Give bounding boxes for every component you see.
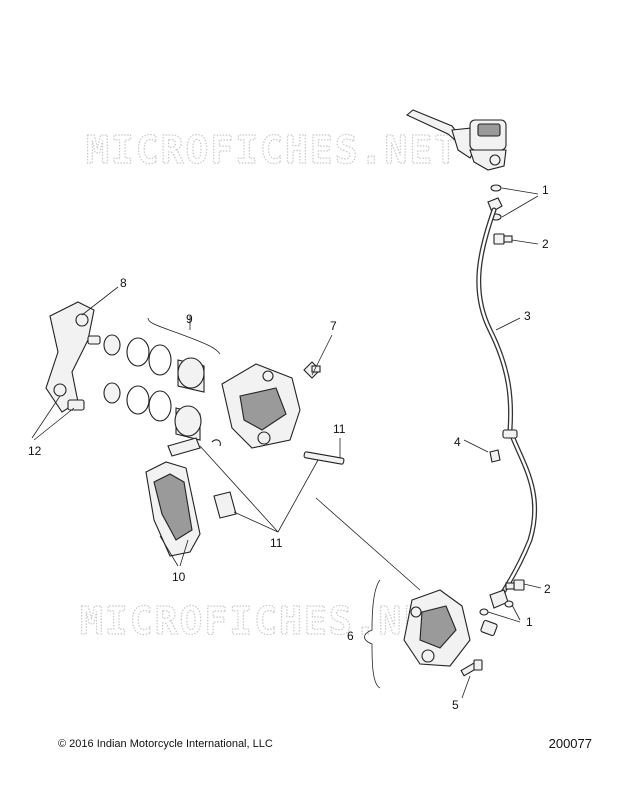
diagram-id: 200077 (548, 736, 592, 751)
washer-bottom-a (479, 608, 489, 616)
caliper-pin-bottom (480, 619, 498, 637)
pad-pin (303, 451, 345, 465)
banjo-bolt-bottom (505, 579, 525, 591)
callout-1-top: 1 (542, 183, 549, 197)
banjo-fitting-top (487, 197, 503, 213)
washer-top-a (490, 184, 502, 192)
bleeder-valve (303, 361, 321, 379)
callout-2-top: 2 (542, 237, 549, 251)
callout-3: 3 (524, 309, 531, 323)
callout-8: 8 (120, 276, 127, 290)
piston-set (103, 334, 205, 441)
brake-pads (145, 461, 201, 557)
callout-12: 12 (28, 444, 42, 458)
callout-11-top: 11 (333, 422, 346, 436)
washer-bottom-b (504, 600, 514, 608)
copyright-symbol: © (58, 738, 67, 750)
callout-5: 5 (452, 698, 459, 712)
copyright-notice: © 2016 Indian Motorcycle International, … (58, 738, 273, 750)
caliper-bracket (45, 301, 101, 413)
caliper-assembly (403, 589, 471, 667)
hose-clip (502, 429, 518, 439)
callout-9: 9 (186, 312, 193, 326)
callout-1-bottom: 1 (526, 615, 533, 629)
watermark-bottom: MICROFICHES.NET (80, 599, 453, 643)
callout-11-bottom: 11 (270, 536, 283, 550)
callout-2-bottom: 2 (544, 582, 551, 596)
callout-6: 6 (347, 629, 354, 643)
callout-7: 7 (330, 319, 337, 333)
master-cylinder (405, 109, 507, 171)
clip-bolt (489, 449, 501, 463)
banjo-bolt-top (493, 233, 513, 245)
callout-10: 10 (172, 570, 186, 584)
leader-lines (31, 187, 542, 699)
brake-hose (476, 207, 538, 603)
caliper-body (221, 363, 301, 449)
callout-4: 4 (454, 435, 461, 449)
caliper-mount-bolt (460, 659, 483, 677)
pad-retainer (213, 491, 237, 519)
pad-spring-clip (167, 437, 201, 457)
copyright-text: 2016 Indian Motorcycle International, LL… (69, 738, 273, 750)
watermark-top: MICROFICHES.NET (86, 128, 459, 172)
